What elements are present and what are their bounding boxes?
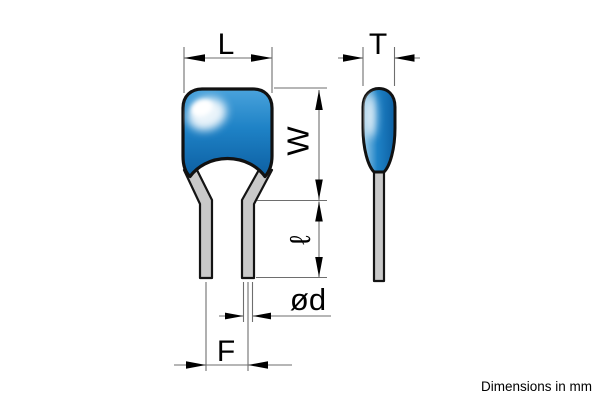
arrowheads-T	[343, 54, 415, 62]
gloss-highlight-side	[365, 94, 376, 138]
dimension-lead-length: ℓ	[256, 201, 327, 279]
lead-side	[372, 166, 386, 283]
arrowheads-lead-length	[315, 201, 323, 277]
dimension-T: T	[338, 28, 420, 86]
label-lead-diameter: ød	[290, 282, 326, 317]
lead-left	[182, 166, 214, 280]
dimensions-note: Dimensions in mm	[481, 379, 592, 394]
arrowheads-L	[184, 54, 272, 62]
dimension-lead-diameter: ød	[219, 282, 331, 322]
front-view	[181, 87, 274, 280]
side-view	[361, 87, 397, 283]
label-T: T	[369, 28, 387, 61]
dimension-L: L	[183, 28, 273, 93]
label-W: W	[281, 126, 316, 156]
arrowheads-W	[315, 90, 323, 200]
label-F: F	[217, 335, 235, 368]
lead-right	[240, 166, 274, 280]
capacitor-body-side	[361, 87, 397, 174]
gloss-highlight-front	[187, 97, 227, 131]
capacitor-body-front	[181, 87, 274, 179]
dimension-lead-spacing: F	[174, 282, 292, 371]
arrowheads-lead-spacing	[186, 361, 268, 369]
label-lead-length: ℓ	[285, 235, 317, 245]
arrowheads-lead-diameter	[225, 312, 271, 320]
label-L: L	[218, 28, 235, 61]
dimension-W: W	[257, 87, 327, 202]
